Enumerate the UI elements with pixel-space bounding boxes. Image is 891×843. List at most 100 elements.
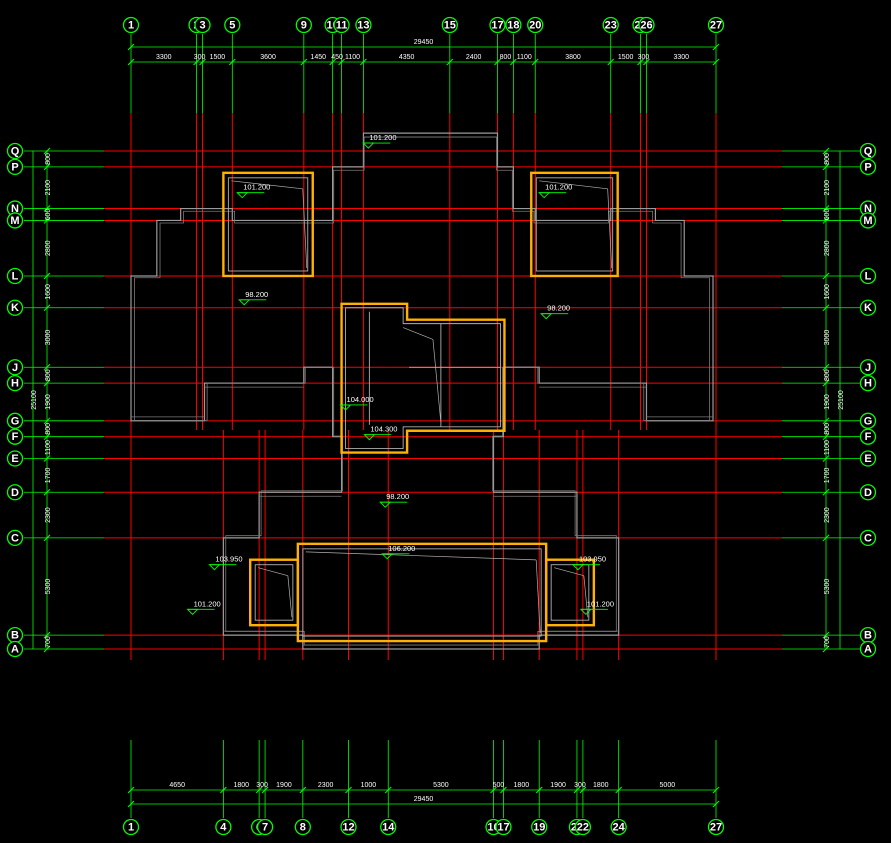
axis-bubble-left-M: M [6,212,24,229]
axis-bubble-right-A: A [859,640,877,658]
axis-bubble-bottom-14: 14 [380,818,397,836]
axis-bubble-left-M-label: M [10,215,19,227]
left-dim-9: 1100 [45,440,52,455]
axis-bubble-right-D: D [859,484,877,501]
top-tick-5 [329,58,336,66]
left-dim-11: 2300 [45,507,52,523]
central-core [340,302,506,454]
axis-bubble-right-G-label: G [864,415,873,427]
right-dim-5: 3000 [824,330,831,346]
left-tick-2 [43,205,51,212]
axis-bubble-right-L: L [859,267,877,285]
bottom-dim-3: 1900 [276,782,292,789]
axis-bubble-right-J-circle [859,359,877,376]
axis-bubble-left-C: C [6,529,24,547]
axis-bubble-top-26: 26 [638,16,655,34]
axis-bubble-top-15: 15 [441,16,458,34]
right-tick-13 [822,631,830,639]
bottom-tick-11 [579,786,587,794]
axis-bubble-right-M-circle [859,212,877,229]
axis-bubble-bottom-4-circle [215,818,232,836]
left-tick-13 [43,631,51,639]
bottom-tick-5 [345,786,352,794]
axis-bubble-top-1-circle [122,16,140,34]
top-tick-10 [510,58,517,66]
axis-bubble-right-H-label: H [864,378,872,390]
elevation-label-7: 98.200 [386,492,409,501]
left-tick-10 [43,455,51,462]
left-dim-13: 700 [45,636,52,648]
axis-bubble-top-18-circle [505,16,522,34]
right-dim-8: 800 [824,423,831,435]
axis-bubble-right-E: E [859,450,877,467]
elevation-symbol-4 [540,313,553,320]
highlighted-rooms [222,171,619,643]
axis-bubble-right-H-circle [859,374,877,392]
right-dim-10: 1700 [824,468,831,484]
axis-bubble-top-9-circle [295,16,312,34]
right-tick-2 [822,205,830,212]
top-dim-5: 450 [331,54,343,61]
room-lower-centre [296,542,548,643]
left-dim-6: 800 [45,369,52,381]
left-dim-7: 1900 [45,394,52,410]
bottom-tick-4 [299,786,307,794]
axis-bubble-top-11-label: 11 [336,20,348,32]
right-dim-7: 1900 [824,394,831,410]
left-tick-3 [43,217,51,224]
room-lower-left-inner [254,564,294,621]
axis-bubble-left-K-circle [6,299,24,316]
room-lower-left [248,558,300,627]
right-dim-0: 800 [824,153,831,165]
room-lower-left-slope-a [258,567,288,577]
room-lower-centre-slope-a [305,551,537,561]
room-upper-left-slope-a [231,180,303,190]
axis-bubble-bottom-24-label: 24 [613,822,626,834]
axis-bubble-left-G-circle [6,412,24,429]
axis-bubble-bottom-4-label: 4 [220,822,227,834]
inner-wall [134,136,710,646]
axis-bubble-bottom-7: 7 [256,818,274,836]
axis-bubble-left-A-label: A [11,644,19,656]
axis-bubble-right-C-circle [859,529,877,547]
axis-bubble-left-A: A [6,640,24,658]
axis-bubble-right-G: G [859,412,877,429]
axis-bubble-bottom-12: 12 [340,818,357,836]
axis-bubble-right-C: C [859,529,877,547]
bottom-tick-8 [500,786,507,794]
top-tick-8 [446,58,454,66]
right-dim-2: 600 [824,209,831,221]
axis-bubble-right-E-circle [859,450,877,467]
top-dim-1: 300 [194,54,206,61]
top-tick-2 [199,58,206,66]
top-tick-13 [637,58,644,66]
axis-bubble-right-F-circle [859,428,877,445]
axis-bubble-top-23: 23 [602,16,619,34]
bottom-dim-4: 2300 [318,782,334,789]
axis-grid-lines [24,34,860,818]
right-tick-12 [822,534,830,542]
axis-bubble-top-1-label: 1 [128,20,134,32]
axis-bubble-right-L-label: L [865,270,872,282]
axis-bubble-left-A-circle [6,640,24,658]
bottom-total: 29450 [414,796,434,803]
axis-bubble-top-13: 13 [355,16,372,34]
axis-bubble-left-H-label: H [11,378,19,390]
axis-bubble-bottom-19: 19 [531,818,548,836]
left-tick-7 [43,379,51,387]
top-dim-11: 3800 [565,54,581,61]
axis-bubble-top-9: 9 [295,16,312,34]
room-upper-right [530,171,619,278]
right-dim-13: 700 [824,636,831,648]
axis-bubble-left-G-label: G [11,415,20,427]
axis-bubble-left-F: F [6,428,24,445]
axis-bubble-bottom-4: 4 [215,818,232,836]
axis-bubble-bottom-1-label: 1 [128,822,134,834]
bottom-tick-10 [573,786,581,794]
elevation-symbol-7 [379,501,392,508]
axis-bubble-top-17-label: 17 [491,20,503,32]
axis-bubble-bottom-24: 24 [610,818,627,836]
top-tick-3 [228,58,236,66]
top-tick-7 [360,58,367,66]
axis-bubble-bottom-8: 8 [294,818,311,836]
